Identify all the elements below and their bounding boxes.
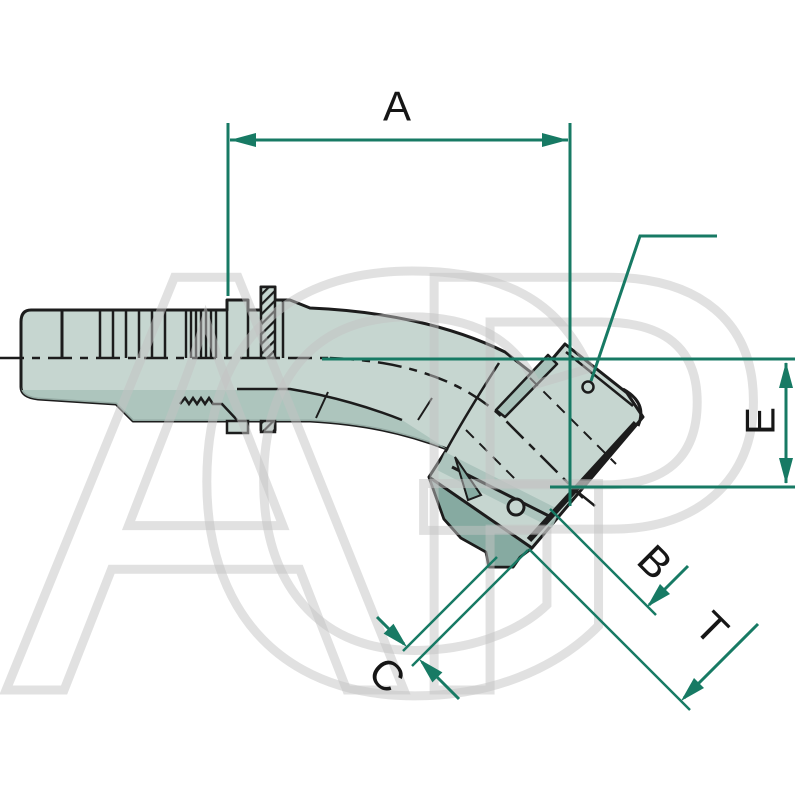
arrow-diagonal-icon xyxy=(647,584,670,607)
watermark-letter-a: A xyxy=(5,148,408,800)
arrow-right-icon xyxy=(542,133,568,147)
arrow-down-icon xyxy=(779,458,793,484)
dimension-e-label: E xyxy=(737,407,784,435)
watermark: A G P xyxy=(0,144,789,800)
section-lines xyxy=(179,362,501,450)
shank-thread-lines xyxy=(184,310,218,358)
arrow-diagonal-icon xyxy=(383,623,407,647)
washer-hatched-lower xyxy=(259,419,277,434)
arrow-diagonal-icon xyxy=(419,659,443,683)
shank-collar-lower xyxy=(225,419,250,435)
nut-retaining-ball xyxy=(506,497,526,517)
centerline xyxy=(0,356,584,499)
shank-collar xyxy=(225,301,285,358)
dimension-e: E xyxy=(322,357,795,489)
seal-hole xyxy=(581,380,595,394)
leader-callout xyxy=(581,234,717,394)
arrow-diagonal-icon xyxy=(681,678,704,701)
watermark-letter-p: P xyxy=(385,148,785,800)
dimension-a-label: A xyxy=(383,83,411,130)
arrow-up-icon xyxy=(779,362,793,388)
shank-barb-lines xyxy=(60,310,167,358)
arrow-left-icon xyxy=(230,133,256,147)
washer-hatched-upper xyxy=(259,285,277,360)
nut-details xyxy=(428,351,643,550)
tube-seat-tongue xyxy=(494,353,559,419)
dimension-a: A xyxy=(226,83,572,506)
